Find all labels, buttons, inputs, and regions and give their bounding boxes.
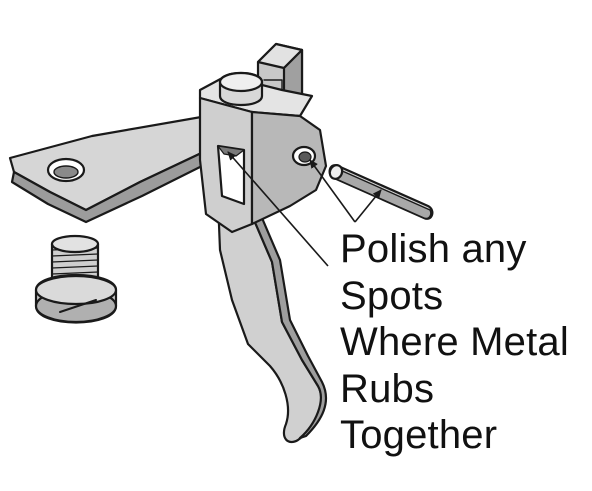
- caption-line-3: Where Metal: [340, 320, 569, 364]
- leader-arrow-slot: [227, 151, 329, 267]
- caption-line-5: Together: [340, 413, 498, 457]
- trigger-blade-icon: [216, 198, 327, 444]
- leader-arrow-hole: [309, 159, 356, 223]
- leader-lines: [227, 151, 382, 267]
- polish-instruction-caption: Polish any Spots Where Metal Rubs Togeth…: [340, 226, 585, 459]
- leader-arrow-pin: [354, 189, 382, 223]
- trigger-housing-icon: [198, 71, 328, 234]
- caption-line-1: Polish any: [340, 227, 527, 271]
- caption-line-2: Spots: [340, 273, 444, 318]
- caption-line-4: Rubs: [340, 366, 435, 411]
- adjustment-screw-icon: [34, 234, 118, 324]
